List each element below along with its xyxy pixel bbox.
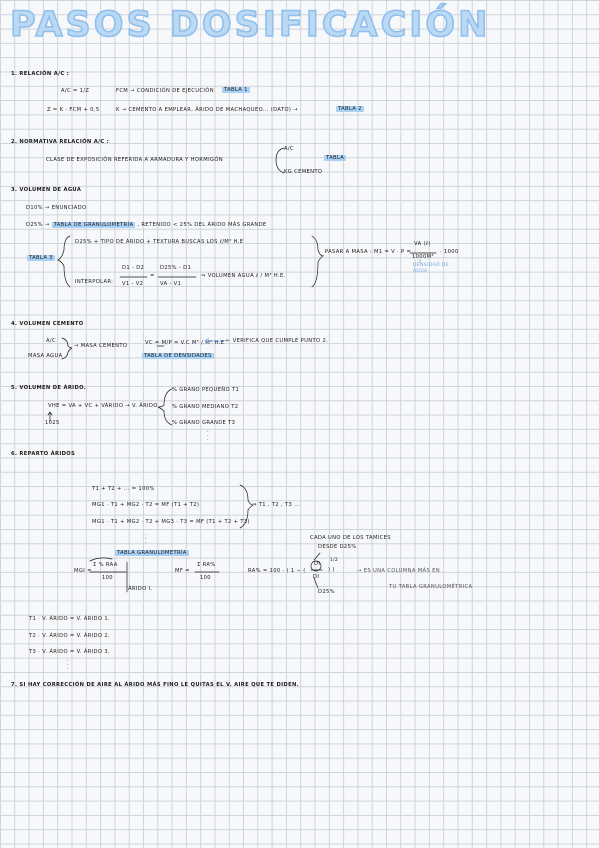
masa-agua-label: masa agua [28,353,63,359]
ac-formula: A/C = 1/z [61,88,90,94]
grano-pequeno: % grano pequeño t1 [172,387,240,393]
mf-num: Σ RA% [197,562,216,568]
frac1-num: D1 - D2 [122,265,145,271]
tabla-densidades-tag: Tabla de densidades [142,353,214,359]
columna-note: → Es una columna más en [357,568,440,574]
frac1-den: V1 - V2 [122,281,144,287]
ra-Di: Di [313,574,320,580]
ra-di: di [314,561,321,567]
tabla-3-tag: Tabla 3 [27,255,55,261]
value-1025: 1025 [45,420,60,426]
frac2-num: D25% - D1 [160,265,192,271]
section-5-heading: 5. Volumen de árido. [11,385,87,391]
v-arido-2: t2 · V. árido = V. árido 2. [29,633,110,639]
mgi-label: mGi = [74,568,92,574]
frac2-den: VA - V1 [160,281,182,287]
arido-i: árido i. [128,586,153,592]
verifica-note: ← Verifica que cumple punto 2. [226,338,329,344]
fcm-note: fcm → Condición de ejecución [116,88,214,94]
d25-line: D25% → Tabla de granulometría , retenido… [26,222,267,228]
mf-label: mf = [175,568,190,574]
brace-s6 [239,484,255,529]
ac-label: A/C [46,338,56,344]
d25-retenido: , retenido < 25% del árido más grande [137,222,267,228]
brace-s2 [275,147,285,174]
grano-mediano: % grano mediano t2 [172,404,239,410]
volumen-arido-formula: VHE = VA + VC + Várido → V. árido [48,403,158,409]
z-formula: z = K · fcm + 0,5 [47,107,100,113]
brace-s3-right [311,235,325,288]
tabla-1-tag: Tabla 1 [222,87,250,93]
cada-tamiz-note: Cada uno de los tamices [310,535,391,541]
grano-grande: % grano grande t3 [172,420,236,426]
brace-s4 [61,337,73,360]
volumen-cemento-formula: Vc = m/ρ = V.C m³ / m³ H.E [145,340,225,346]
brace-s5 [157,388,173,426]
section-7-heading: 7. Si hay corrección de aire al árido má… [11,682,299,688]
ra-exponent: 1/2 [330,558,339,563]
eq-3: mG1 · t1 + mG2 · t2 + mG3 · t3 = mf (t1 … [92,519,250,525]
mgi-num: Σ % RAA [93,562,118,568]
ra-formula: RA% = 100 · ( 1 − ( [248,568,306,574]
section-6-heading: 6. Reparto áridos [11,451,76,457]
section-2-heading: 2. Normativa relación A/C : [11,139,110,145]
d25-label: D25% → [26,222,50,228]
page-title: Pasos dosificación [9,5,491,45]
tabla-granulometria-tag-2: Tabla granulometría [115,550,189,556]
desde-d25: desde D25% [318,544,357,550]
tabla-2-tag: Tabla 2 [336,106,364,112]
option-kg-cemento: Kg cemento [284,169,323,175]
mgi-den: 100 [102,575,113,581]
pasar-masa: Pasar a masa : m1 = V · ρ = [325,249,412,255]
volumen-agua-result: ⇒ Volumen agua ℓ / m³ H.E. [201,273,286,279]
brace-s3-left [57,235,71,288]
times-1000: · 1000 [440,249,459,255]
solution-t: ⇒ t1 , t2 , t3 ... [252,502,301,508]
v-arido-1: t1 · V. árido = V. árido 1. [29,616,110,622]
mf-den: 100 [200,575,211,581]
eq-2: mG1 · t1 + mG2 · t2 = mf (t1 + t2) [92,502,200,508]
k-note: K → cemento a emplear, árido de machaque… [116,107,298,113]
exposure-line: Clase de exposición referida a armadura … [46,157,223,163]
eq-1: t1 + t2 + ... = 100% [92,486,155,492]
section-3-heading: 3. Volumen de agua [11,187,82,193]
tabla-granulometria-tag: Tabla de granulometría [51,222,136,228]
section-4-heading: 4. Volumen cemento [11,321,84,327]
d10-line: D10% → Enunciado [26,205,87,211]
section-1-heading: 1. Relación A/C : [11,71,70,77]
masa-cemento: → masa cemento [74,343,128,349]
va-num: VA (ℓ) [414,241,431,247]
densidad-agua-note: Densidad de agua [413,263,450,274]
d25-label-2: D25% [318,589,335,595]
tabla-granulometrica-note: tu tabla granulométrica [389,584,473,590]
tabla-tag: Tabla [324,155,347,161]
v-arido-3: t3 · V. árido = V. árido 3. [29,649,110,655]
d25-option: D25% + tipo de árido + textura buscas lo… [75,239,244,245]
va-den: 1000m³ [412,254,434,260]
option-ac: A/C [284,146,294,152]
interpolar-label: Interpolar: [75,279,114,285]
